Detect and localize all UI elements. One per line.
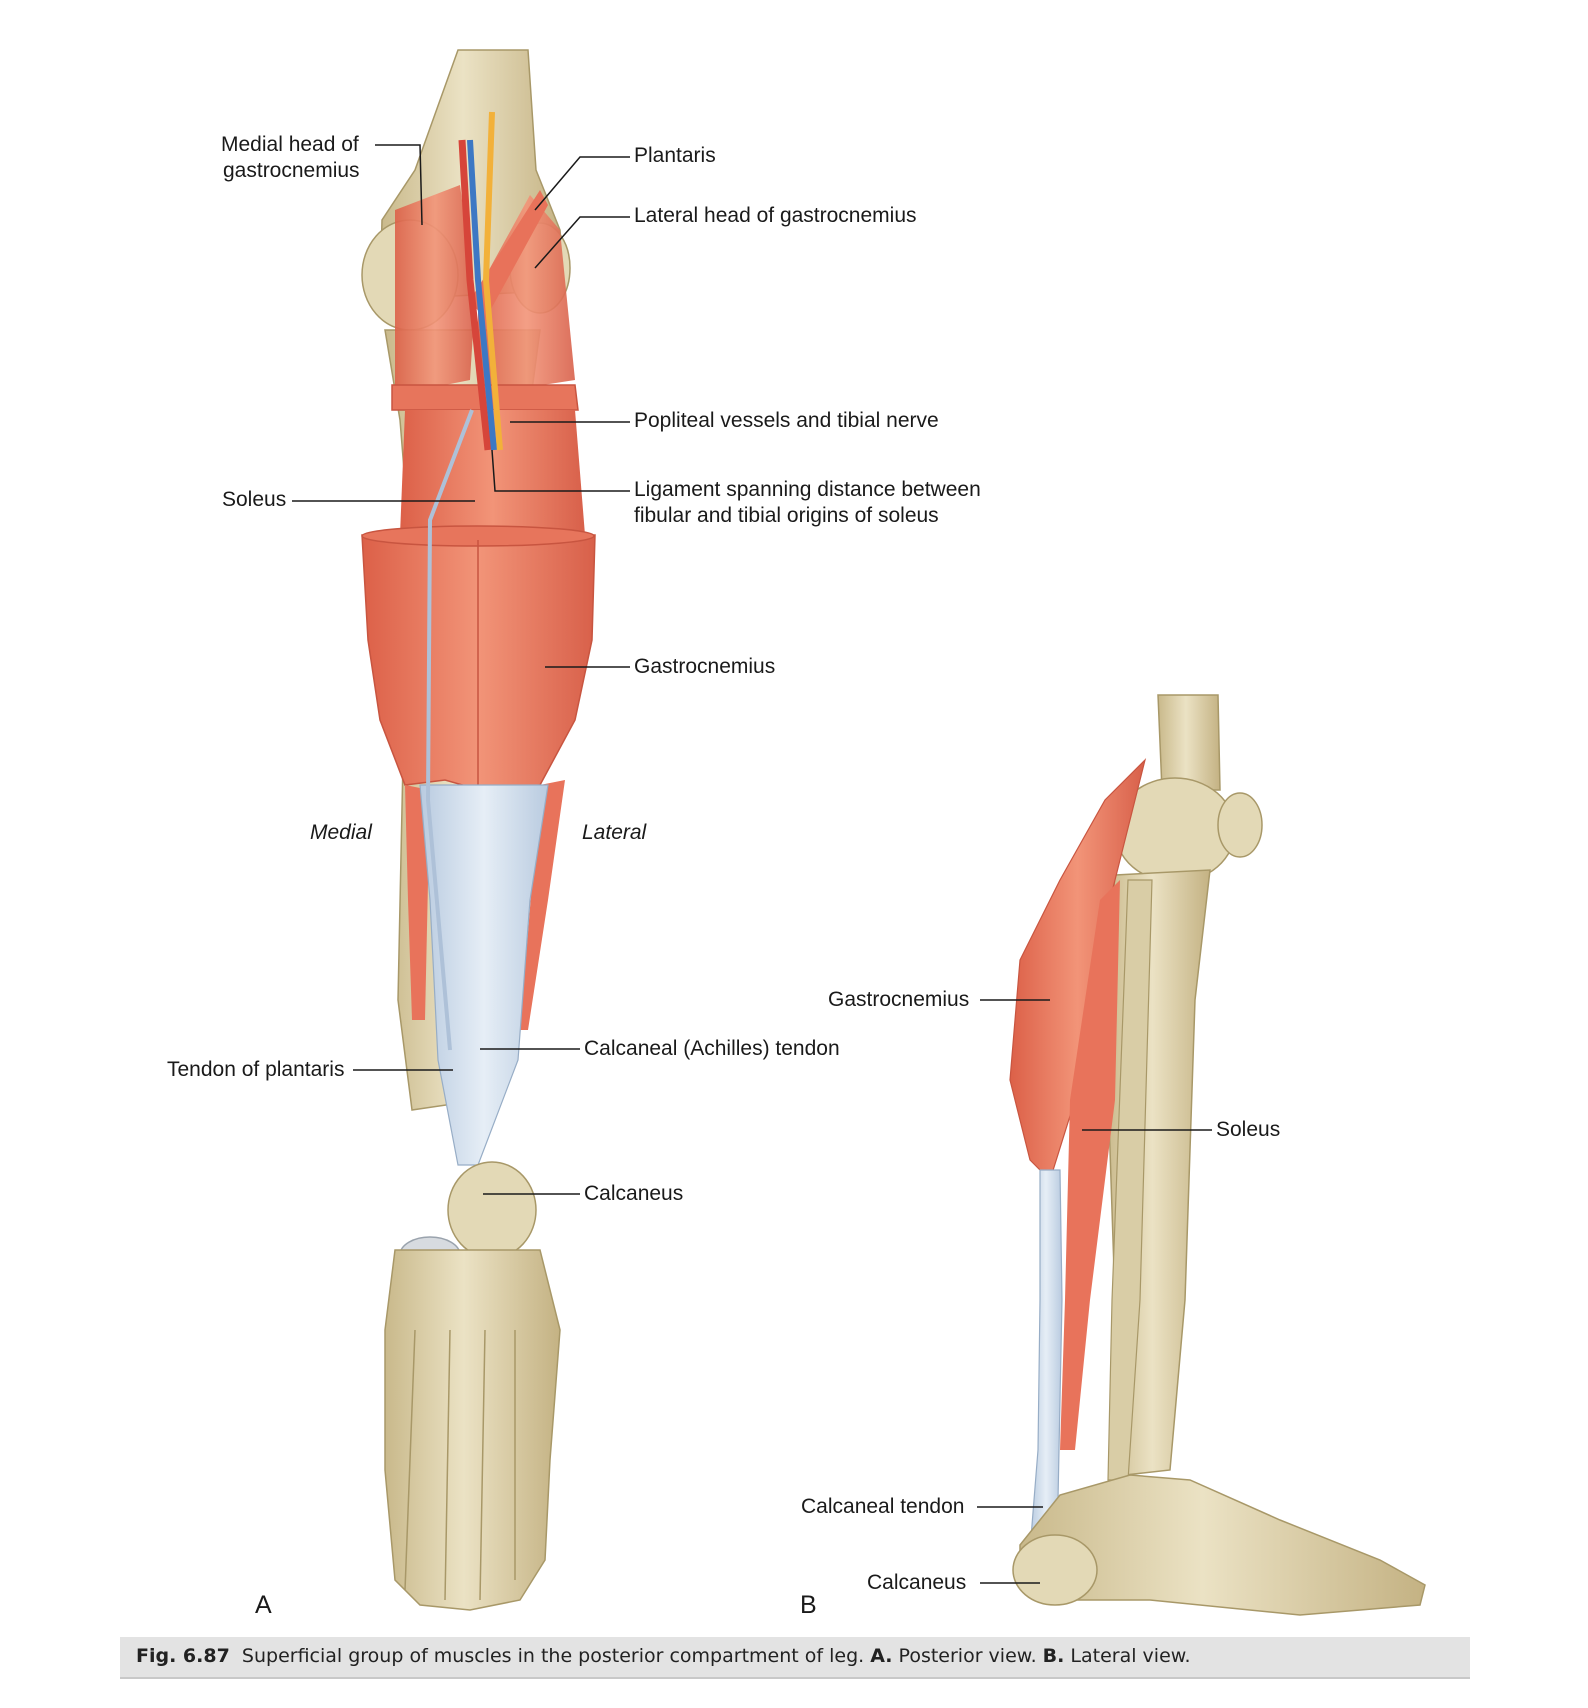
posterior-view-drawing (361, 49, 596, 1611)
caption-b-mark: B. (1042, 1645, 1065, 1667)
caption-b-text: Lateral view. (1070, 1645, 1191, 1667)
label-tendon-of-plantaris: Tendon of plantaris (167, 1058, 345, 1081)
calcaneal-tendon-shape-b (1029, 1169, 1063, 1551)
lateral-view-drawing (1009, 694, 1426, 1616)
soleus-shape-b (1060, 880, 1120, 1450)
tibial-nerve (482, 111, 503, 451)
leader-medial-head (375, 144, 423, 226)
femur-b (1157, 694, 1221, 791)
lateral-head-gastrocnemius-shape (478, 195, 575, 395)
label-ligament-line1: Ligament spanning distance between (634, 478, 981, 501)
patella-b (1217, 792, 1263, 858)
caption-bar (120, 1637, 1470, 1677)
leader-lateral-head (534, 216, 630, 269)
label-medial: Medial (310, 821, 372, 844)
caption-text: Superficial group of muscles in the post… (241, 1645, 865, 1667)
label-ligament-line2: fibular and tibial origins of soleus (634, 504, 939, 527)
soleus-side-medial (405, 785, 430, 1020)
toe-line-1 (404, 1329, 416, 1591)
caption-rule (120, 1677, 1470, 1679)
label-medial-head-line1: Medial head of (221, 133, 359, 156)
caption-a-mark: A. (870, 1645, 893, 1667)
panel-letter-a: A (255, 1591, 272, 1619)
label-lateral-head-gastrocnemius: Lateral head of gastrocnemius (634, 204, 917, 227)
toe-line-3 (479, 1329, 486, 1601)
calcaneus-bone-b (1012, 1534, 1098, 1606)
label-soleus-a: Soleus (222, 488, 287, 511)
popliteal-vein (467, 139, 497, 451)
label-lateral: Lateral (582, 821, 647, 844)
label-gastrocnemius-b: Gastrocnemius (828, 988, 970, 1011)
label-calcaneus-b: Calcaneus (867, 1571, 967, 1594)
label-calcaneal-tendon-b: Calcaneal tendon (801, 1495, 965, 1518)
soleus-shape-a (400, 410, 585, 535)
caption-a-text: Posterior view. (898, 1645, 1037, 1667)
label-calcaneus-a: Calcaneus (584, 1182, 684, 1205)
toe-line-2 (444, 1329, 451, 1601)
label-popliteal-vessels: Popliteal vessels and tibial nerve (634, 409, 939, 432)
leader-plantaris (534, 156, 630, 211)
label-calcaneal-achilles-tendon: Calcaneal (Achilles) tendon (584, 1037, 840, 1060)
label-medial-head-line2: gastrocnemius (223, 159, 360, 182)
soleus-side-lateral (520, 780, 565, 1030)
calcaneus-bone-a (447, 1161, 537, 1259)
label-soleus-b: Soleus (1216, 1118, 1281, 1141)
label-plantaris: Plantaris (634, 144, 716, 167)
plantaris-tendon-line (425, 409, 474, 1051)
figure-caption: Fig. 6.87 Superficial group of muscles i… (136, 1645, 1191, 1667)
panel-letter-b: B (800, 1591, 817, 1619)
label-gastrocnemius-a: Gastrocnemius (634, 655, 776, 678)
leader-lines (292, 144, 1212, 1584)
leader-ligament (491, 449, 630, 492)
foot-bones-a (384, 1249, 561, 1611)
popliteal-artery (458, 139, 492, 451)
medial-head-gastrocnemius-shape (395, 185, 475, 395)
caption-fig-number: Fig. 6.87 (136, 1645, 230, 1667)
